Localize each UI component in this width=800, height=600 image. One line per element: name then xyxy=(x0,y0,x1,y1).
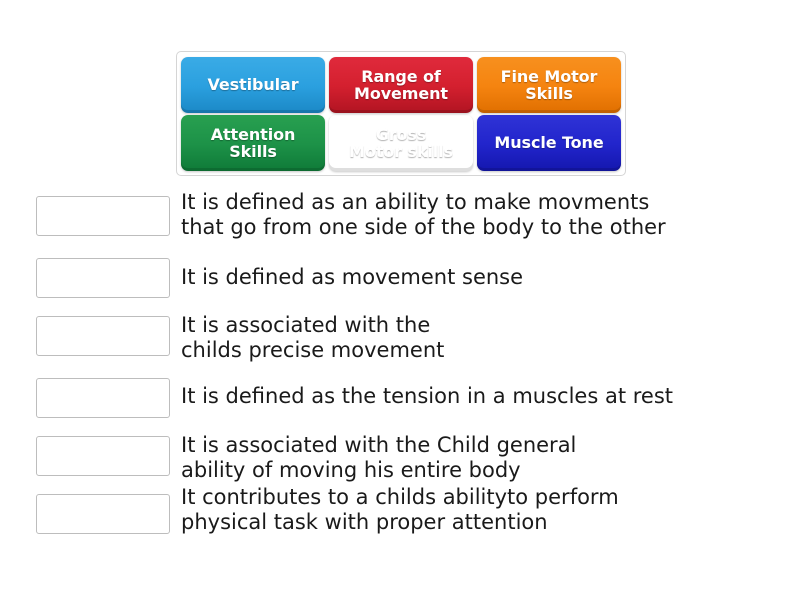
tile-vestibular[interactable]: Vestibular xyxy=(181,57,325,113)
answer-text-3: It is associated with the childs precise… xyxy=(181,313,445,362)
tile-row-bottom: Attention Skills Gross Motor skills Musc… xyxy=(181,115,621,171)
dropzone-3[interactable] xyxy=(36,316,170,356)
tile-fine-motor-skills[interactable]: Fine Motor Skills xyxy=(477,57,621,113)
dropzone-4[interactable] xyxy=(36,378,170,418)
tile-range-of-movement[interactable]: Range of Movement xyxy=(329,57,473,113)
answer-text-1: It is defined as an ability to make movm… xyxy=(181,190,666,239)
tile-attention-skills[interactable]: Attention Skills xyxy=(181,115,325,171)
dropzone-2[interactable] xyxy=(36,258,170,298)
tile-panel: Vestibular Range of Movement Fine Motor … xyxy=(176,51,626,176)
dropzone-6[interactable] xyxy=(36,494,170,534)
tile-muscle-tone[interactable]: Muscle Tone xyxy=(477,115,621,171)
answer-text-2: It is defined as movement sense xyxy=(181,265,524,289)
dropzone-5[interactable] xyxy=(36,436,170,476)
answer-text-6: It contributes to a childs abilityto per… xyxy=(181,485,619,534)
answer-text-4: It is defined as the tension in a muscle… xyxy=(181,384,673,408)
tile-row-top: Vestibular Range of Movement Fine Motor … xyxy=(181,57,621,113)
dropzone-1[interactable] xyxy=(36,196,170,236)
answer-text-5: It is associated with the Child general … xyxy=(181,433,577,482)
tile-gross-motor-skills[interactable]: Gross Motor skills xyxy=(329,115,473,171)
